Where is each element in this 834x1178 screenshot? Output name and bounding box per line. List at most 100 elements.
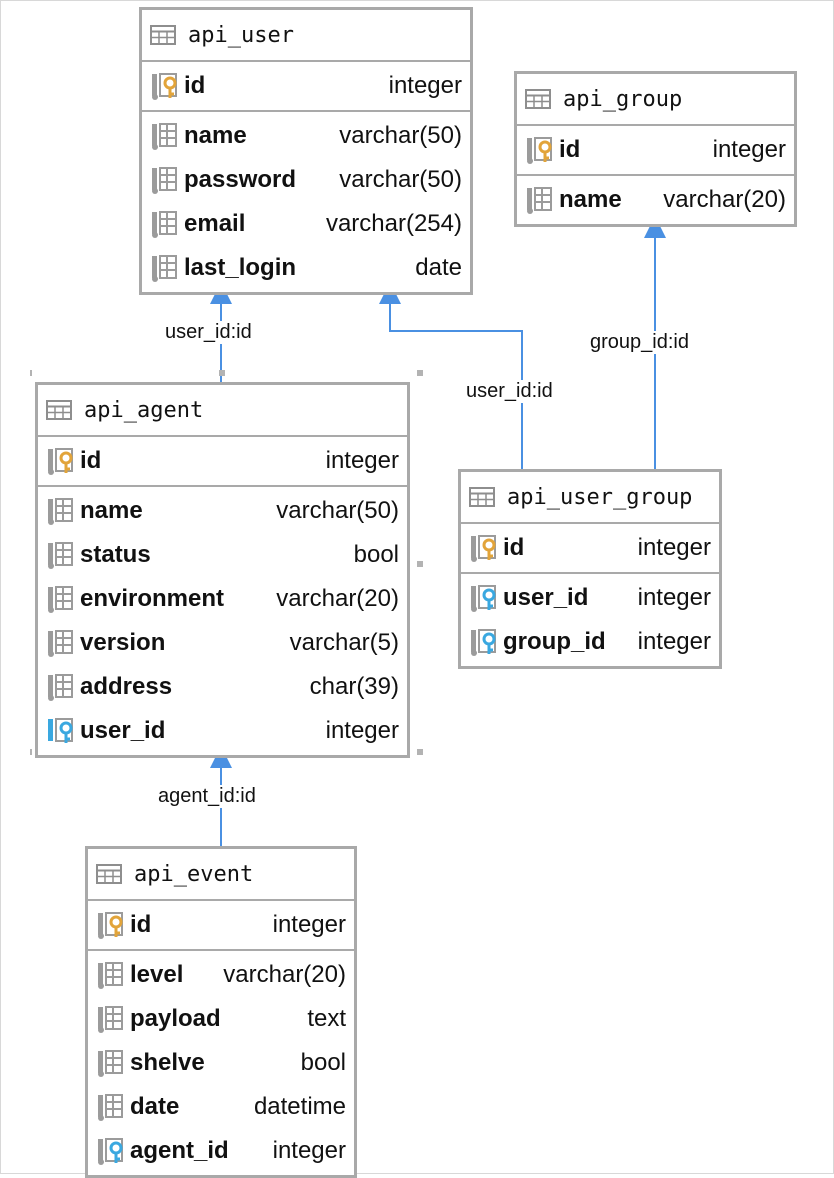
column-name: name [80,497,143,524]
table-api-event[interactable]: api_event id integer level varchar(20) p… [85,846,357,1178]
column-row[interactable]: level varchar(20) [88,953,354,997]
table-api-user[interactable]: api_user id integer name varchar(50) pas… [139,7,473,295]
column-row[interactable]: agent_id integer [88,1129,354,1173]
columns-section: level varchar(20) payload text shelve bo… [88,951,354,1175]
column-row[interactable]: id integer [142,64,470,108]
column-type: bool [300,1049,346,1076]
column-row[interactable]: payload text [88,997,354,1041]
table-api-agent[interactable]: api_agent id integer name varchar(50) st… [35,382,410,758]
column-icon [152,211,177,238]
column-type: varchar(20) [276,585,399,612]
foreign-key-icon [471,585,496,612]
table-header[interactable]: api_user [142,10,470,62]
selection-handle[interactable] [417,370,423,376]
table-icon [96,864,122,884]
table-icon [46,400,72,420]
table-header[interactable]: api_agent [38,385,407,437]
column-icon [48,542,73,569]
column-icon [48,630,73,657]
column-name: id [559,136,581,163]
column-type: integer [325,447,399,474]
column-type: varchar(5) [289,629,399,656]
column-row[interactable]: address char(39) [38,665,407,709]
column-row[interactable]: email varchar(254) [142,202,470,246]
table-header[interactable]: api_user_group [461,472,719,524]
column-icon [98,1006,123,1033]
column-name: user_id [80,717,166,744]
column-name: name [184,122,247,149]
selection-handle[interactable] [30,370,32,376]
selection-handle[interactable] [219,370,225,376]
column-type: integer [272,911,346,938]
table-title: api_group [563,86,683,112]
columns-section: name varchar(50) password varchar(50) em… [142,112,470,292]
relation-label-agent-user: user_id:id [165,321,252,344]
relation-label-event-agent: agent_id:id [158,785,256,808]
primary-key-section: id integer [142,62,470,112]
column-row[interactable]: shelve bool [88,1041,354,1085]
foreign-key-icon [98,1138,123,1165]
table-title: api_user_group [507,484,693,510]
primary-key-icon [98,912,123,939]
column-type: varchar(50) [339,122,462,149]
table-header[interactable]: api_event [88,849,354,901]
column-type: varchar(20) [223,961,346,988]
column-icon [98,962,123,989]
column-name: payload [130,1005,221,1032]
column-row[interactable]: version varchar(5) [38,621,407,665]
primary-key-icon [48,448,73,475]
relation-label-usergroup-group: group_id:id [590,331,689,354]
column-name: level [130,961,184,988]
column-type: integer [325,717,399,744]
table-title: api_event [134,861,254,887]
foreign-key-icon [48,718,73,743]
table-icon [150,25,176,45]
column-name: address [80,673,173,700]
selection-handle[interactable] [417,749,423,755]
table-header[interactable]: api_group [517,74,794,126]
selection-handle[interactable] [417,561,423,567]
column-name: id [503,534,525,561]
column-row[interactable]: group_id integer [461,620,719,664]
column-row[interactable]: environment varchar(20) [38,577,407,621]
table-api-user-group[interactable]: api_user_group id integer user_id intege… [458,469,722,669]
column-row[interactable]: status bool [38,533,407,577]
column-type: text [307,1005,346,1032]
column-type: varchar(254) [325,210,462,237]
column-row[interactable]: date datetime [88,1085,354,1129]
column-name: environment [80,585,225,612]
column-name: id [184,72,206,99]
column-row[interactable]: last_login date [142,246,470,290]
column-row[interactable]: password varchar(50) [142,158,470,202]
column-row[interactable]: user_id integer [38,709,407,753]
column-row[interactable]: user_id integer [461,576,719,620]
table-api-group[interactable]: api_group id integer name varchar(20) [514,71,797,227]
column-name: last_login [184,254,297,281]
selection-handle[interactable] [30,749,32,755]
column-type: varchar(20) [663,186,786,213]
column-type: integer [637,584,711,611]
primary-key-icon [471,535,496,562]
columns-section: user_id integer group_id integer [461,574,719,666]
column-row[interactable]: id integer [461,526,719,570]
column-row[interactable]: id integer [88,903,354,947]
column-row[interactable]: name varchar(20) [517,178,794,222]
column-row[interactable]: id integer [38,439,407,483]
primary-key-icon [152,73,177,100]
column-name: id [130,911,152,938]
column-row[interactable]: name varchar(50) [142,114,470,158]
relation-label-usergroup-user: user_id:id [466,380,553,403]
column-name: version [80,629,166,656]
column-type: integer [637,534,711,561]
primary-key-section: id integer [88,901,354,951]
column-type: integer [272,1137,346,1164]
column-icon [48,586,73,613]
primary-key-section: id integer [517,126,794,176]
column-type: char(39) [309,673,399,700]
columns-section: name varchar(20) [517,176,794,224]
column-type: varchar(50) [339,166,462,193]
column-name: status [80,541,151,568]
column-name: group_id [503,628,606,655]
column-row[interactable]: name varchar(50) [38,489,407,533]
column-row[interactable]: id integer [517,128,794,172]
